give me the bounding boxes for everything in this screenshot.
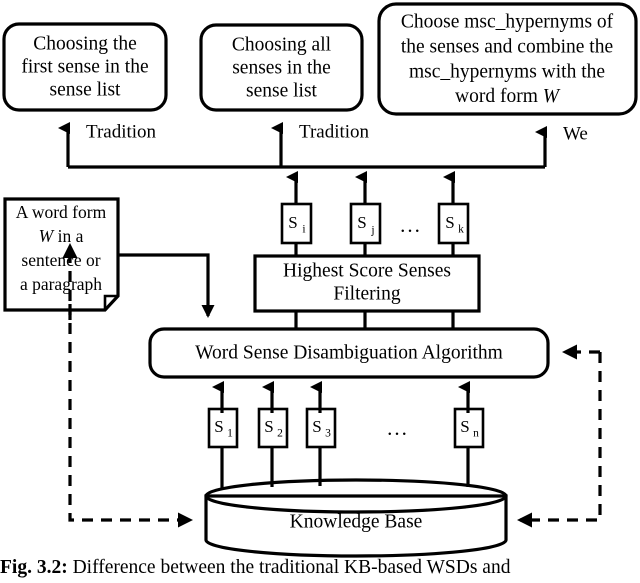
edge-label-left: Tradition [86, 121, 157, 142]
knowledge-base-top [204, 478, 508, 514]
candidate-senses-ellipsis: ... [387, 416, 409, 440]
outcome-box-1-line-2: first sense in the [21, 56, 148, 77]
outcome-box-3-word-form-symbol: W [543, 86, 561, 107]
filtered-sense-sj-subscript: j [370, 225, 374, 237]
input-note-line-4: a paragraph [20, 274, 102, 294]
filtered-sense-si[interactable]: S i [280, 171, 313, 256]
outcome-box-choose-msc-hypernyms[interactable]: Choose msc_hypernyms of the senses and c… [377, 2, 638, 116]
outcome-box-1-line-3: sense list [50, 79, 122, 100]
candidate-sense-s2[interactable]: S 2 [257, 381, 289, 487]
outcome-box-1-line-1: Choosing the [33, 33, 136, 54]
input-note-line-2: W in a [39, 226, 84, 246]
outcome-box-2-line-2: senses in the [232, 57, 331, 78]
process-box-highest-score-senses-filtering[interactable]: Highest Score Senses Filtering [253, 254, 481, 313]
outcome-box-1-frame [2, 22, 168, 112]
input-note-line-3: sentence or [21, 250, 100, 270]
filtered-sense-sk[interactable]: S k [437, 171, 470, 256]
outcome-box-2-frame [199, 23, 364, 112]
edge-label-right: We [563, 123, 588, 144]
knowledge-base-label: Knowledge Base [290, 511, 423, 532]
algorithm-box-label: Word Sense Disambiguation Algorithm [195, 342, 503, 363]
candidate-sense-s2-subscript: 2 [277, 428, 283, 440]
outcome-box-3-line-1: Choose msc_hypernyms of [401, 11, 614, 32]
process-box-word-sense-disambiguation-algorithm[interactable]: Word Sense Disambiguation Algorithm [148, 327, 550, 379]
candidate-sense-s1[interactable]: S 1 [207, 381, 239, 489]
filtered-sense-si-subscript: i [302, 224, 305, 236]
figure-caption-text: Difference between the traditional KB-ba… [67, 557, 511, 578]
outcome-box-3-line-4-head: word form [455, 86, 543, 107]
candidate-sense-s3[interactable]: S 3 [305, 381, 337, 486]
algorithm-box-frame [148, 327, 550, 379]
dashed-path-kb-to-note-segment [68, 304, 193, 528]
input-note-line-1: A word form [16, 202, 107, 222]
outcome-box-3-line-2: the senses and combine the [401, 36, 613, 57]
candidate-sense-s2-label: S [264, 417, 273, 436]
arrow-note-to-algorithm [118, 253, 215, 318]
input-note-line-2-tail: in a [53, 226, 83, 246]
filtered-sense-sj[interactable]: S j [349, 171, 382, 256]
datastore-knowledge-base[interactable]: Knowledge Base [204, 478, 508, 558]
figure-caption-label: Fig. 3.2: [0, 557, 68, 578]
filtered-sense-sk-label: S [445, 213, 454, 232]
filtered-sense-sk-subscript: k [458, 224, 464, 236]
input-note-frame [3, 197, 120, 312]
filter-box-frame [253, 254, 481, 313]
outcome-box-3-line-4: word form W [455, 86, 561, 107]
outcome-box-3-frame [377, 2, 638, 116]
input-note-folded-corner [103, 294, 118, 310]
candidate-sense-s1-label: S [214, 417, 223, 436]
knowledge-base-body [204, 494, 508, 558]
input-note-word-form[interactable]: A word form W in a sentence or a paragra… [3, 197, 120, 312]
filter-box-line-1: Highest Score Senses [283, 260, 451, 281]
candidate-sense-s3-label: S [312, 417, 321, 436]
candidate-sense-sn-label: S [460, 417, 469, 436]
filter-box-line-2: Filtering [333, 283, 400, 304]
outcome-box-choose-all-senses[interactable]: Choosing all senses in the sense list [199, 23, 364, 112]
outcome-box-2-line-3: sense list [246, 80, 318, 101]
filtered-senses-ellipsis: ... [400, 213, 422, 237]
outcome-box-3-line-3: msc_hypernyms with the [409, 61, 605, 82]
candidate-sense-sn[interactable]: S n [453, 381, 485, 487]
input-note-word-form-symbol: W [39, 226, 55, 246]
filtered-sense-si-label: S [288, 213, 297, 232]
outcome-box-2-line-1: Choosing all [232, 34, 332, 55]
edge-label-middle: Tradition [299, 121, 370, 142]
outcome-box-choose-first-sense[interactable]: Choosing the first sense in the sense li… [2, 22, 168, 112]
candidate-sense-s1-subscript: 1 [227, 428, 233, 440]
figure-caption: Fig. 3.2: Difference between the traditi… [0, 556, 640, 580]
candidate-sense-sn-subscript: n [473, 428, 479, 440]
candidate-sense-s3-subscript: 3 [325, 428, 331, 440]
filtered-sense-sj-label: S [357, 213, 366, 232]
